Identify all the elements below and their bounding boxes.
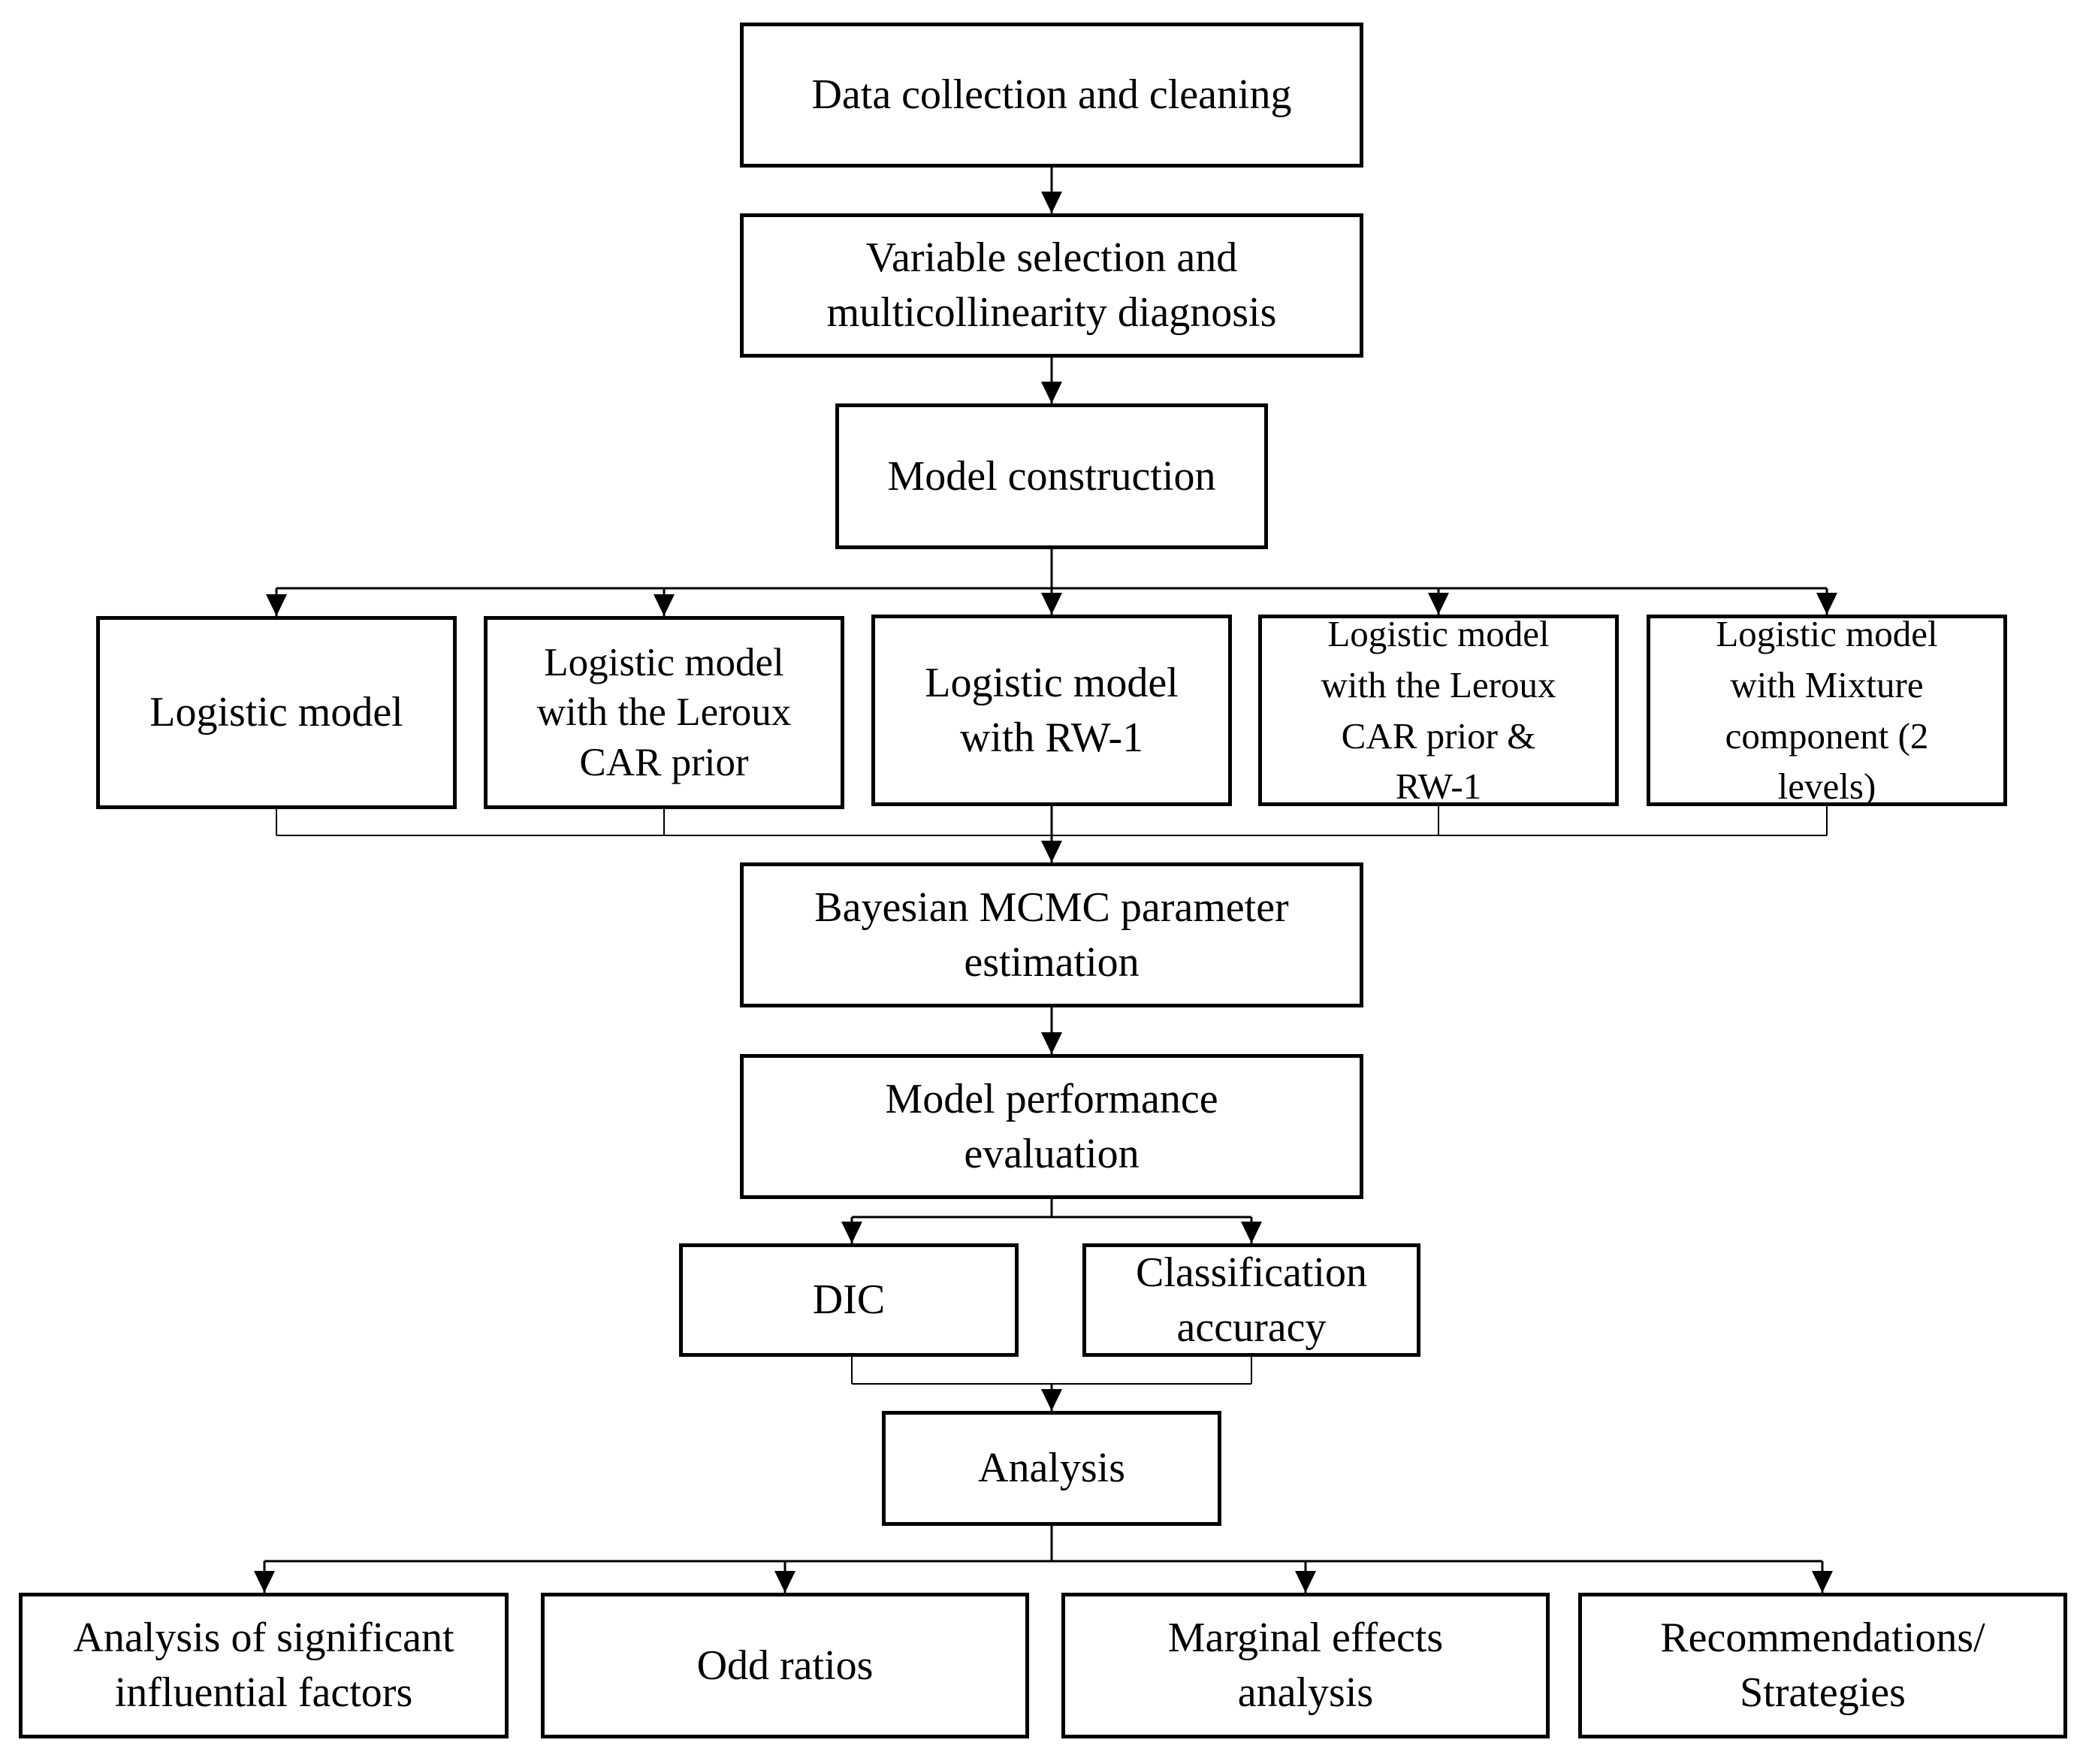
arrowhead [266, 594, 287, 616]
arrowhead [654, 594, 675, 616]
performance-evaluation-box: Model performance evaluation [740, 1054, 1363, 1199]
arrowhead [774, 1571, 795, 1593]
arrowhead [1428, 593, 1449, 615]
model-mixture-component-box: Logistic model with Mixture component (2… [1647, 613, 2007, 807]
arrowhead [1241, 1222, 1262, 1243]
arrowhead [1041, 382, 1062, 403]
marginal-effects-box: Marginal effects analysis [1061, 1593, 1550, 1738]
arrowhead [1041, 593, 1062, 615]
mcmc-estimation-box: Bayesian MCMC parameter estimation [740, 862, 1363, 1007]
arrowhead [1041, 841, 1062, 862]
variable-selection-box: Variable selection and multicollinearity… [740, 213, 1363, 358]
analysis-box: Analysis [882, 1411, 1221, 1526]
model-leroux-car-box: Logistic model with the Leroux CAR prior [484, 616, 844, 809]
model-rw1-box: Logistic model with RW-1 [871, 615, 1232, 806]
arrowhead [1041, 1389, 1062, 1411]
significant-factors-box: Analysis of significant influential fact… [19, 1593, 509, 1738]
arrowhead [1295, 1571, 1316, 1593]
dic-box: DIC [679, 1243, 1019, 1357]
classification-accuracy-box: Classification accuracy [1082, 1243, 1420, 1357]
model-logistic-box: Logistic model [96, 616, 457, 809]
odd-ratios-box: Odd ratios [541, 1593, 1029, 1738]
recommendations-box: Recommendations/ Strategies [1578, 1593, 2067, 1738]
arrowhead [1812, 1571, 1833, 1593]
model-leroux-car-rw1-box: Logistic model with the Leroux CAR prior… [1258, 613, 1619, 807]
arrowhead [1041, 1032, 1062, 1054]
model-construction-box: Model construction [835, 403, 1268, 549]
arrowhead [254, 1571, 275, 1593]
arrowhead [841, 1222, 862, 1243]
data-collection-box: Data collection and cleaning [740, 23, 1363, 168]
arrowhead [1816, 593, 1837, 615]
arrowhead [1041, 192, 1062, 213]
